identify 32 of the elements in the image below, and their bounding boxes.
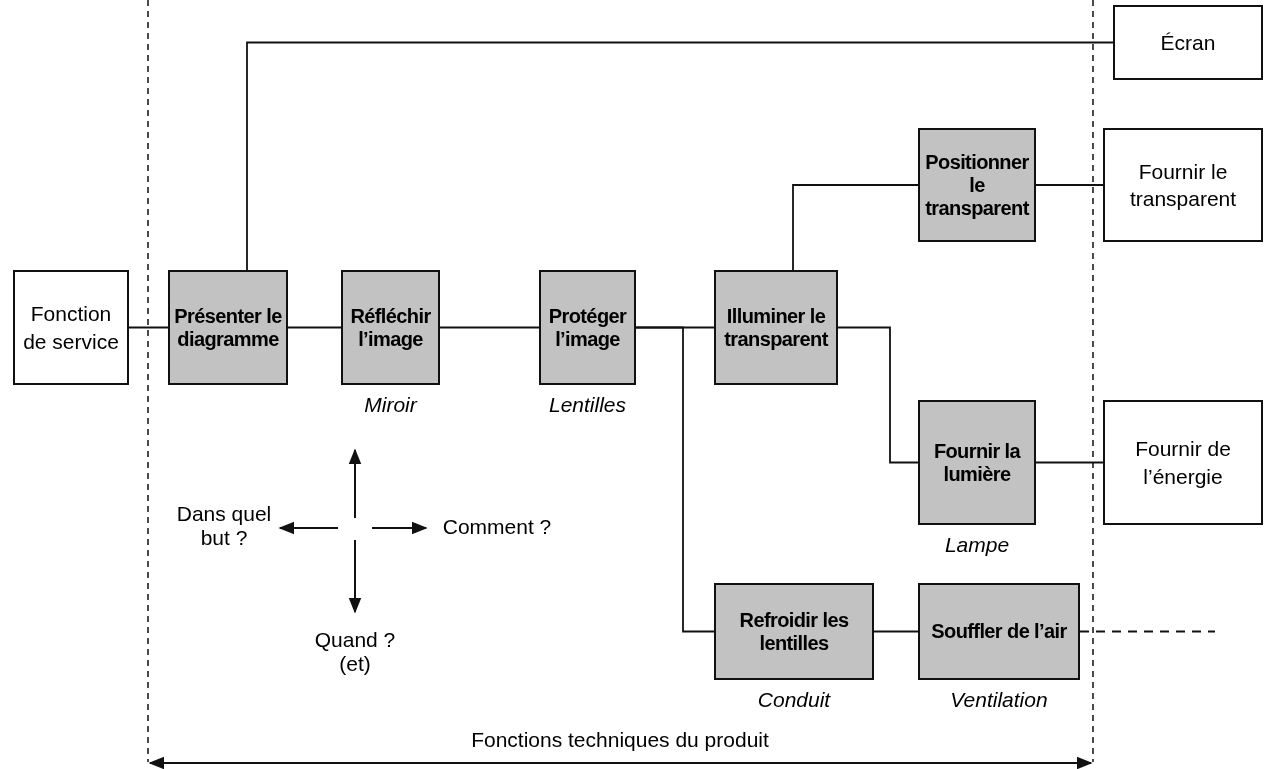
external-box: Fournir de l’énergie [1103, 400, 1263, 525]
connector-line [1035, 184, 1104, 186]
connector-line [1035, 461, 1104, 464]
connector-line [128, 326, 169, 329]
connector-line [873, 630, 919, 633]
function-box: Souffler de l’air [918, 583, 1080, 680]
component-label: Miroir [363, 393, 419, 417]
function-box: Présenter le diagramme [168, 270, 288, 385]
direction-label: Dans quel but ? [175, 502, 273, 550]
connector-line [837, 326, 919, 464]
component-label: Ventilation [949, 688, 1049, 712]
external-box: Fonction de service [13, 270, 129, 385]
function-box: Fournir la lumière [918, 400, 1036, 525]
connector-line [635, 326, 715, 633]
function-box: Réfléchir l’image [341, 270, 440, 385]
connector-line [792, 184, 919, 271]
function-box: Protéger l’image [539, 270, 636, 385]
external-box: Fournir le transparent [1103, 128, 1263, 242]
component-label: Lentilles [547, 393, 628, 417]
direction-label: Quand ? (et) [313, 628, 397, 676]
function-box: Positionner le transparent [918, 128, 1036, 242]
connector-line [439, 326, 540, 329]
direction-label: Comment ? [441, 515, 553, 539]
component-label: Lampe [943, 533, 1011, 557]
function-box: Refroidir les lentilles [714, 583, 874, 680]
external-box: Écran [1113, 5, 1263, 80]
connector-line [246, 41, 1114, 271]
connector-line [287, 326, 342, 329]
dimension-label: Fonctions techniques du produit [470, 728, 770, 752]
function-box: Illuminer le transparent [714, 270, 838, 385]
component-label: Conduit [756, 688, 832, 712]
connector-line [1079, 630, 1216, 633]
